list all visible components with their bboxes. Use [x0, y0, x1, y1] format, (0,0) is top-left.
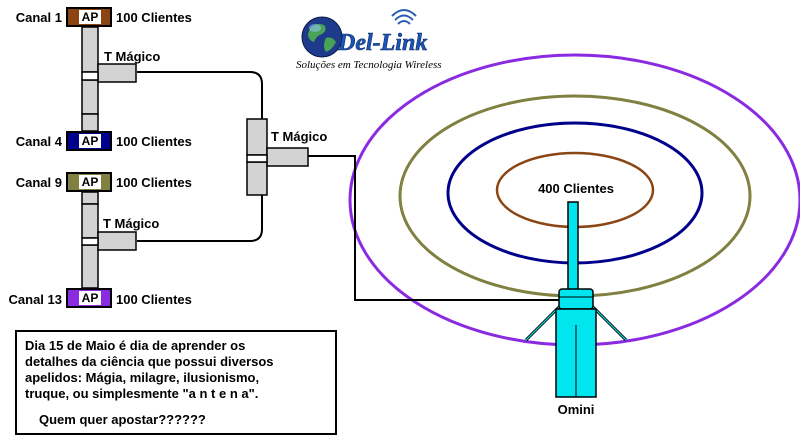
caption-line: Dia 15 de Maio é dia de aprender os [25, 338, 246, 353]
logo-tagline: Soluções em Tecnologia Wireless [296, 59, 442, 71]
ap-label: AP [82, 10, 99, 24]
caption-line: detalhes da ciência que possui diversos [25, 354, 274, 369]
splitter-branch [97, 231, 137, 251]
splitter-middle [246, 118, 309, 196]
channel-label: Canal 13 [9, 292, 62, 307]
clients-label: 100 Clientes [116, 292, 192, 307]
globe-icon [301, 16, 343, 58]
omni-antenna [524, 201, 628, 398]
splitter-port-up [246, 118, 268, 156]
ap-canal-1: AP Canal 1 100 Clientes [16, 7, 192, 27]
ap-label: AP [82, 134, 99, 148]
splitter-stub [81, 113, 99, 132]
splitter-bottom [81, 191, 137, 289]
splitter-top [81, 26, 137, 132]
splitter-joint [81, 237, 99, 246]
caption-question: Quem quer apostar?????? [39, 412, 206, 427]
caption-line: truque, ou simplesmente "a n t e n a". [25, 386, 259, 401]
caption-line: apelidos: Mágia, milagre, ilusionismo, [25, 370, 260, 385]
splitter-top-label: T Mágico [104, 49, 160, 64]
clients-label: 100 Clientes [116, 175, 192, 190]
splitter-middle-label: T Mágico [271, 129, 327, 144]
ap-label-bg [79, 134, 101, 148]
cable-top-splitter [137, 71, 263, 119]
splitter-bottom-label: T Mágico [103, 216, 159, 231]
cable-bottom-splitter [137, 195, 263, 242]
coverage-label: 400 Clientes [538, 181, 614, 196]
splitter-port-up [81, 203, 99, 239]
clients-label: 100 Clientes [116, 10, 192, 25]
wifi-signal-icon [391, 9, 417, 25]
ap-canal-9: AP Canal 9 100 Clientes [16, 172, 192, 192]
cable-to-antenna [308, 155, 560, 301]
antenna-label: Omini [558, 402, 595, 417]
ap-label-bg [79, 291, 101, 305]
cables [137, 71, 560, 301]
clients-label: 100 Clientes [116, 134, 192, 149]
ap-canal-13: AP Canal 13 100 Clientes [9, 288, 192, 308]
channel-label: Canal 1 [16, 10, 62, 25]
channel-label: Canal 4 [16, 134, 63, 149]
splitter-joint [81, 71, 99, 81]
ap-label: AP [82, 175, 99, 189]
antenna-mast [567, 201, 579, 291]
ap-label-bg [79, 175, 101, 189]
splitter-port-down [246, 161, 268, 196]
splitter-port-down [81, 79, 99, 115]
splitter-port-down [81, 244, 99, 289]
antenna-head [558, 288, 594, 310]
splitter-joint [246, 154, 268, 163]
splitter-stub [81, 191, 99, 205]
ap-label: AP [82, 291, 99, 305]
channel-label: Canal 9 [16, 175, 62, 190]
splitter-port-up [81, 26, 99, 73]
caption-box: Dia 15 de Maio é dia de aprender os deta… [15, 330, 337, 435]
splitter-branch [97, 63, 137, 83]
ap-canal-4: AP Canal 4 100 Clientes [16, 131, 192, 151]
del-link-logo: Del-Link Soluções em Tecnologia Wireless [296, 9, 442, 71]
splitter-branch [266, 147, 309, 167]
globe-highlight [309, 24, 321, 32]
logo-name: Del-Link [337, 30, 427, 56]
ap-label-bg [79, 10, 101, 24]
